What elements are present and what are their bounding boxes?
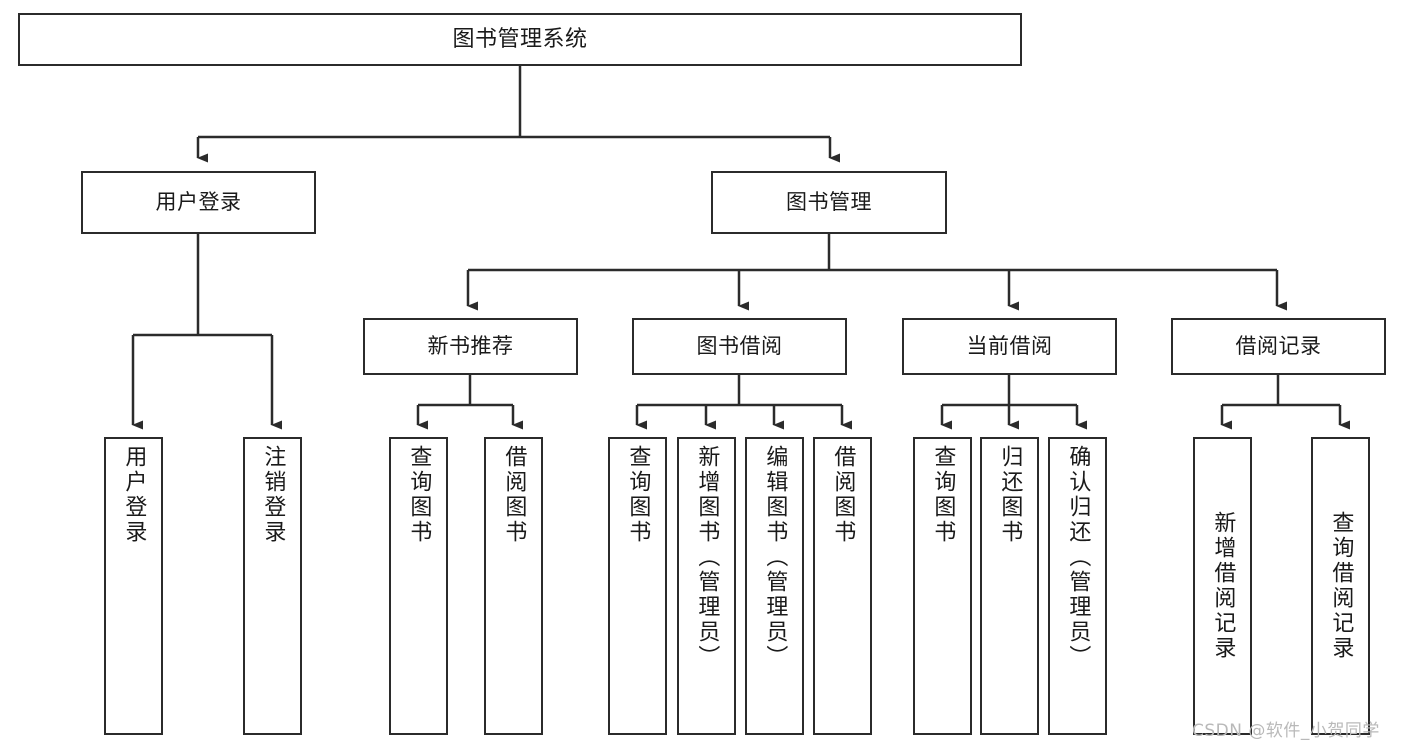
node-leaf-return-book[interactable]: 归还图书 [980,437,1039,735]
node-root[interactable]: 图书管理系统 [18,13,1022,66]
node-leaf-query-book-borrow[interactable]: 查询图书 [608,437,667,735]
node-leaf-borrow-book-recommend[interactable]: 借阅图书 [484,437,543,735]
node-leaf-confirm-return[interactable]: 确认归还（管理员） [1048,437,1107,735]
node-leaf-query-book-borrow-label: 查询图书 [625,445,651,545]
node-user-login[interactable]: 用户登录 [81,171,316,234]
node-leaf-logout-label: 注销登录 [260,445,286,545]
node-leaf-edit-book-label: 编辑图书（管理员） [762,445,788,670]
node-leaf-query-borrow-record-label: 查询借阅记录 [1328,511,1354,661]
node-leaf-query-book-current[interactable]: 查询图书 [913,437,972,735]
node-borrow-record-label: 借阅记录 [1235,334,1322,358]
node-leaf-add-borrow-record-label: 新增借阅记录 [1210,511,1236,661]
node-leaf-user-login[interactable]: 用户登录 [104,437,163,735]
node-new-book-recommend[interactable]: 新书推荐 [363,318,578,375]
node-leaf-borrow-book-recommend-label: 借阅图书 [501,445,527,545]
node-leaf-add-book-label: 新增图书（管理员） [694,445,720,670]
csdn-watermark: CSDN @软件_小贺同学 [1192,721,1380,741]
node-leaf-query-book-current-label: 查询图书 [930,445,956,545]
node-current-borrow-label: 当前借阅 [966,334,1053,358]
node-leaf-query-book-recommend-label: 查询图书 [406,445,432,545]
node-new-book-recommend-label: 新书推荐 [427,334,514,358]
node-leaf-borrow-book-label: 借阅图书 [830,445,856,545]
node-borrow-record[interactable]: 借阅记录 [1171,318,1386,375]
node-leaf-user-login-label: 用户登录 [121,445,147,545]
node-leaf-add-book[interactable]: 新增图书（管理员） [677,437,736,735]
node-leaf-confirm-return-label: 确认归还（管理员） [1065,445,1091,670]
node-leaf-query-borrow-record[interactable]: 查询借阅记录 [1311,437,1370,735]
node-leaf-add-borrow-record[interactable]: 新增借阅记录 [1193,437,1252,735]
node-leaf-edit-book[interactable]: 编辑图书（管理员） [745,437,804,735]
node-leaf-return-book-label: 归还图书 [997,445,1023,545]
node-book-management[interactable]: 图书管理 [711,171,947,234]
node-book-borrow[interactable]: 图书借阅 [632,318,847,375]
node-leaf-query-book-recommend[interactable]: 查询图书 [389,437,448,735]
node-current-borrow[interactable]: 当前借阅 [902,318,1117,375]
node-user-login-label: 用户登录 [155,190,242,214]
node-book-management-label: 图书管理 [786,190,872,214]
node-leaf-borrow-book[interactable]: 借阅图书 [813,437,872,735]
node-root-label: 图书管理系统 [452,26,588,52]
node-leaf-logout[interactable]: 注销登录 [243,437,302,735]
node-book-borrow-label: 图书借阅 [696,334,783,358]
